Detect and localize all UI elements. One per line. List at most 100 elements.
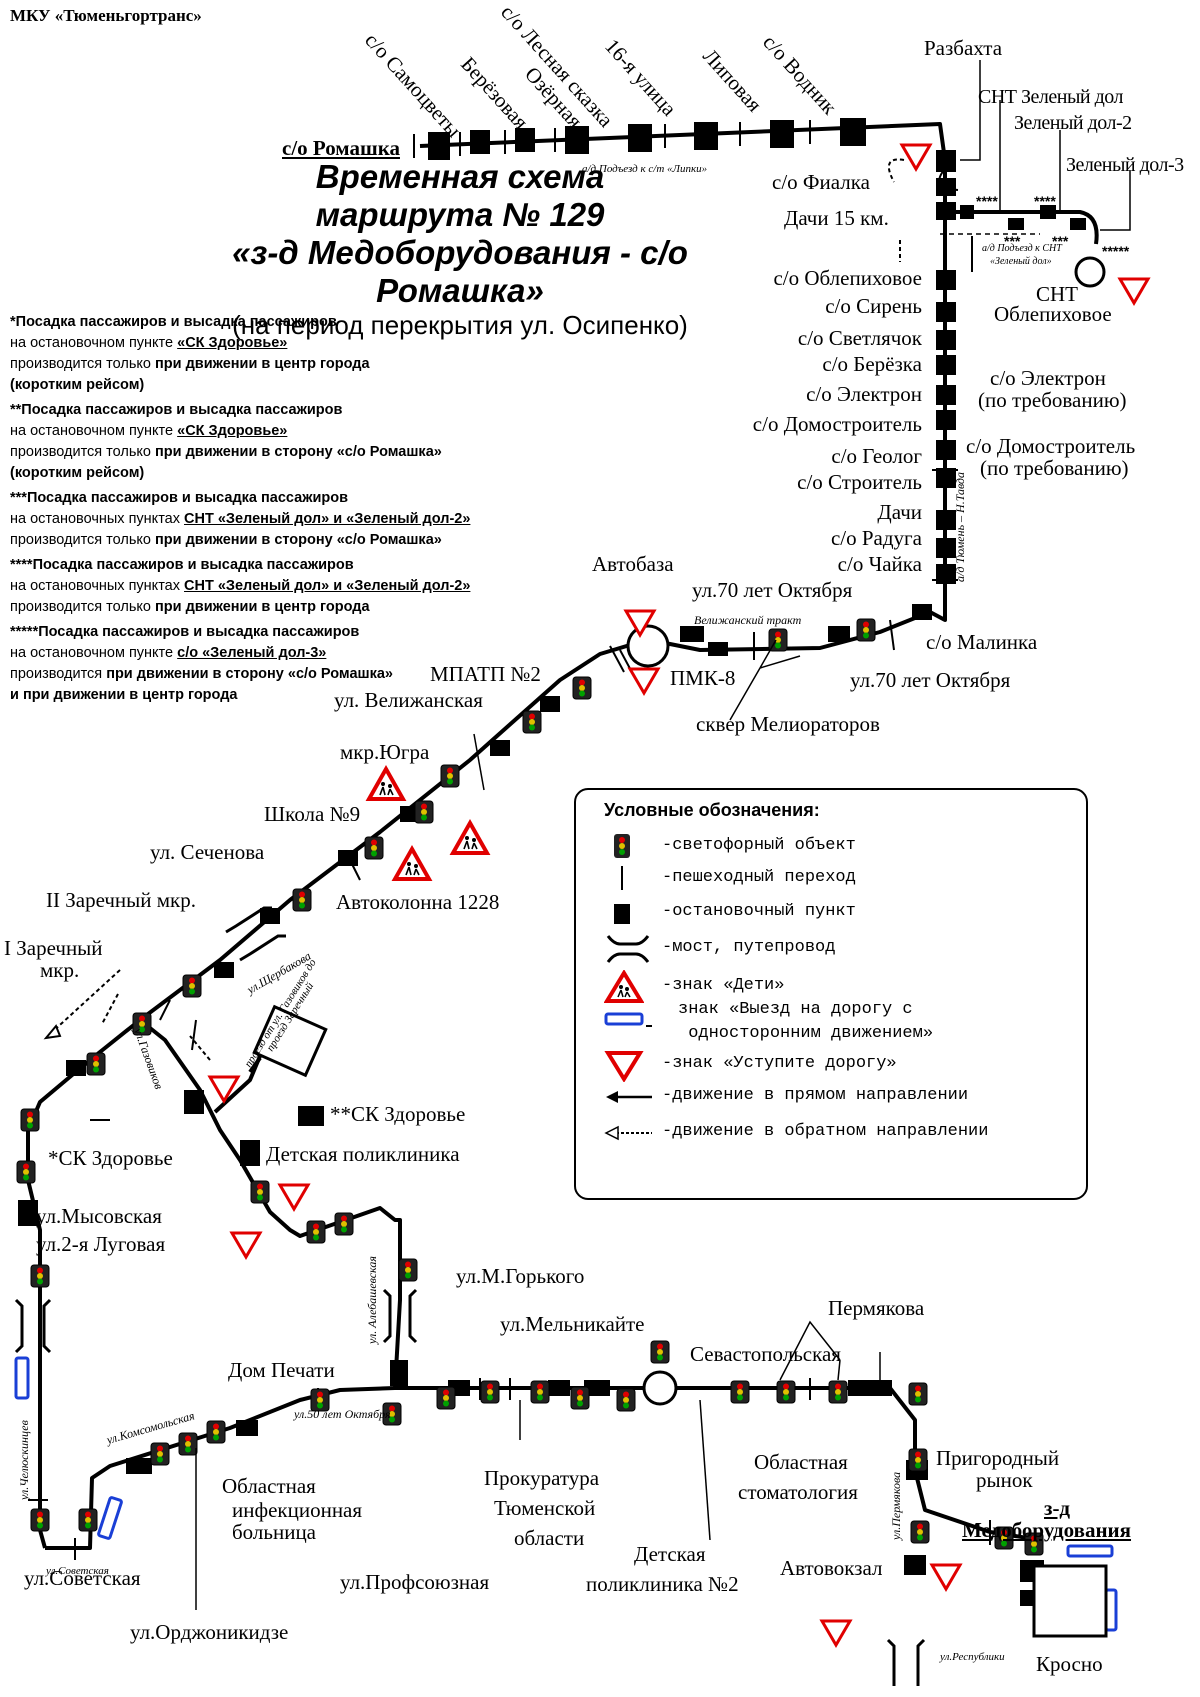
legend-item: -мост, путепровод — [604, 932, 1074, 966]
roundabouts — [626, 256, 1106, 1406]
stop-prokuratura-1: Прокуратура — [484, 1466, 600, 1490]
stop-permyakova: Пермякова — [828, 1296, 925, 1320]
title-line-3: «з-д Медоборудования - с/о Ромашка» — [232, 234, 688, 309]
stop-dom-pechati: Дом Печати — [228, 1358, 335, 1382]
direction-arrows — [43, 158, 973, 1061]
road-zeleny-label-1: а/д Подъезд к СНТ — [982, 243, 1063, 254]
stop-zavod-2: Медоборудования — [962, 1518, 1132, 1542]
stop-ordzhonikidze: ул.Орджоникидзе — [130, 1620, 289, 1644]
oktyabrya50-label: ул.50 лет Октября — [293, 1407, 391, 1421]
note-1: *Посадка пассажиров и высадка пассажиров… — [10, 314, 370, 393]
title-line-4: (на период перекрытия ул. Осипенко) — [232, 310, 688, 340]
stop-chayka: с/о Чайка — [837, 552, 922, 576]
stop-svetlyachok: с/о Светлячок — [797, 326, 922, 350]
chelyuskintsev-label: ул.Челюскинцев — [17, 1420, 31, 1501]
yield-sign-icon — [604, 1048, 654, 1083]
stop-siren: с/о Сирень — [825, 294, 922, 318]
legend-item-text: -мост, путепровод — [662, 938, 836, 957]
legend-item: -движение в обратном направлении — [604, 1116, 1074, 1150]
bridges — [14, 906, 926, 1686]
stop-razbakhta: Разбахта — [924, 36, 1003, 60]
notes-block: *Посадка пассажиров и высадка пассажиров… — [10, 312, 570, 710]
stop-prokuratura-3: области — [514, 1526, 585, 1550]
stop-zeleny-dol: СНТ Зеленый дол — [978, 86, 1124, 108]
stop-stroitel: с/о Строитель — [797, 470, 922, 494]
stop-prigorodny-1: Пригородный — [936, 1446, 1060, 1470]
stop-infektsionnaya-2: инфекционная — [232, 1498, 363, 1522]
stop-snt-oblepikhovoe-1: СНТ — [1036, 282, 1078, 306]
stop-zarechny-1-a: I Заречный — [4, 936, 103, 960]
crosswalk-icon — [604, 862, 654, 896]
stop-yugra: мкр.Югра — [340, 740, 430, 764]
legend-item: -движение в прямом направлении — [604, 1080, 1074, 1114]
stop-domostroitel: с/о Домостроитель — [752, 412, 922, 436]
title-line-2: маршрута № 129 — [315, 196, 605, 233]
legend-item-text: -пешеходный переход — [662, 868, 856, 887]
stop-domostroitel-right-1: с/о Домостроитель — [966, 434, 1136, 458]
asterisk-3a: *** — [1004, 233, 1021, 249]
stop-det-poli2-2: поликлиника №2 — [586, 1572, 739, 1596]
stop-gorkogo: ул.М.Горького — [456, 1264, 585, 1288]
velizh-trakt-label: Велижанский тракт — [694, 613, 802, 627]
stop-velizhanskaya: ул. Велижанская — [334, 688, 483, 712]
label-leaders — [195, 639, 881, 1610]
note-2: **Посадка пассажиров и высадка пассажиро… — [10, 402, 442, 481]
stop-zeleny-dol-2: Зеленый дол-2 — [1014, 112, 1132, 134]
permyakova-small-label: ул.Пермякова — [889, 1472, 903, 1541]
legend: Условные обозначения: -светофорный объек… — [574, 788, 1088, 1200]
one-way-signs — [14, 1356, 1118, 1632]
bus-stops — [18, 118, 1086, 1606]
bus-stop-icon — [604, 896, 654, 930]
stop-stomatologiya-1: Областная — [754, 1450, 848, 1474]
stop-berezka: с/о Берёзка — [822, 352, 922, 376]
note-3: ***Посадка пассажиров и высадка пассажир… — [10, 490, 471, 548]
note-5: *****Посадка пассажиров и высадка пассаж… — [10, 624, 393, 703]
signs — [14, 143, 1150, 1647]
title-line-1: Временная схема — [315, 158, 605, 195]
legend-item: -знак «Уступите дорогу» — [604, 1048, 1074, 1083]
road-tyumen-label: а/д Тюмень – Н.Тавда — [953, 472, 967, 582]
legend-item: -пешеходный переход — [604, 862, 1074, 896]
stop-fialka: с/о Фиалка — [772, 170, 870, 194]
stop-sevastopolskaya: Севастопольская — [690, 1342, 841, 1366]
stop-zeleny-dol-3: Зеленый дол-3 — [1066, 154, 1184, 176]
stop-stomatologiya-2: стоматология — [738, 1480, 858, 1504]
legend-item-text: -движение в прямом направлении — [662, 1086, 969, 1105]
legend-title: Условные обозначения: — [604, 800, 820, 820]
stop-avtobaza: Автобаза — [592, 552, 674, 576]
road-lipki-label: а/д Подъезд к с/т «Липки» — [582, 163, 707, 175]
alebashevskaya-label: ул. Алебашевская — [365, 1256, 379, 1345]
stop-avtovokzal: Автовокзал — [780, 1556, 883, 1580]
stop-domostroitel-right-2: (по требованию) — [980, 456, 1129, 480]
stop-snt-oblepikhovoe-2: Облепиховое — [994, 302, 1112, 326]
asterisk-4a: **** — [976, 193, 998, 209]
organization-name: МКУ «Тюменьгортранс» — [10, 6, 202, 25]
stop-sk-zdorovye-2: **СК Здоровье — [330, 1102, 466, 1126]
zeleny-dol-leaders — [940, 60, 1131, 235]
children-sign-icon — [603, 969, 654, 1004]
stop-zarechny-2: II Заречный мкр. — [46, 888, 197, 912]
stop-elektron-right-2: (по требованию) — [978, 388, 1127, 412]
stop-lugovaya: ул.2-я Луговая — [36, 1232, 166, 1256]
arrow-forward-icon — [604, 1080, 654, 1114]
stop-profsoyuznaya: ул.Профсоюзная — [340, 1570, 490, 1594]
stop-zarechny-1-b: мкр. — [40, 958, 80, 982]
stop-sk-zdorovye-1: *СК Здоровье — [48, 1146, 173, 1170]
stop-zavod-1: з-д — [1044, 1496, 1071, 1520]
respubliki-label: ул.Республики — [939, 1651, 1005, 1663]
stop-romashka: с/о Ромашка — [282, 136, 400, 160]
stop-pmk-8: ПМК-8 — [670, 666, 736, 690]
stop-70-oktyabrya-bottom: ул.70 лет Октября — [850, 668, 1011, 692]
asterisk-4b: **** — [1034, 193, 1056, 209]
stop-malinka: с/о Малинка — [926, 630, 1038, 654]
bridge-icon — [604, 932, 654, 966]
asterisk-5: ***** — [1102, 243, 1130, 259]
stop-prokuratura-2: Тюменской — [494, 1496, 596, 1520]
arrow-reverse-icon — [604, 1116, 654, 1150]
stop-avtokolonna: Автоколонна 1228 — [336, 890, 500, 914]
stop-skver: сквер Мелиораторов — [696, 712, 880, 736]
stop-mpatp-2: МПАТП №2 — [430, 662, 541, 686]
stop-det-poliklinika: Детская поликлиника — [266, 1142, 460, 1166]
stop-infektsionnaya-3: больница — [232, 1520, 316, 1544]
stop-mysovskaya: ул.Мысовская — [36, 1204, 162, 1228]
